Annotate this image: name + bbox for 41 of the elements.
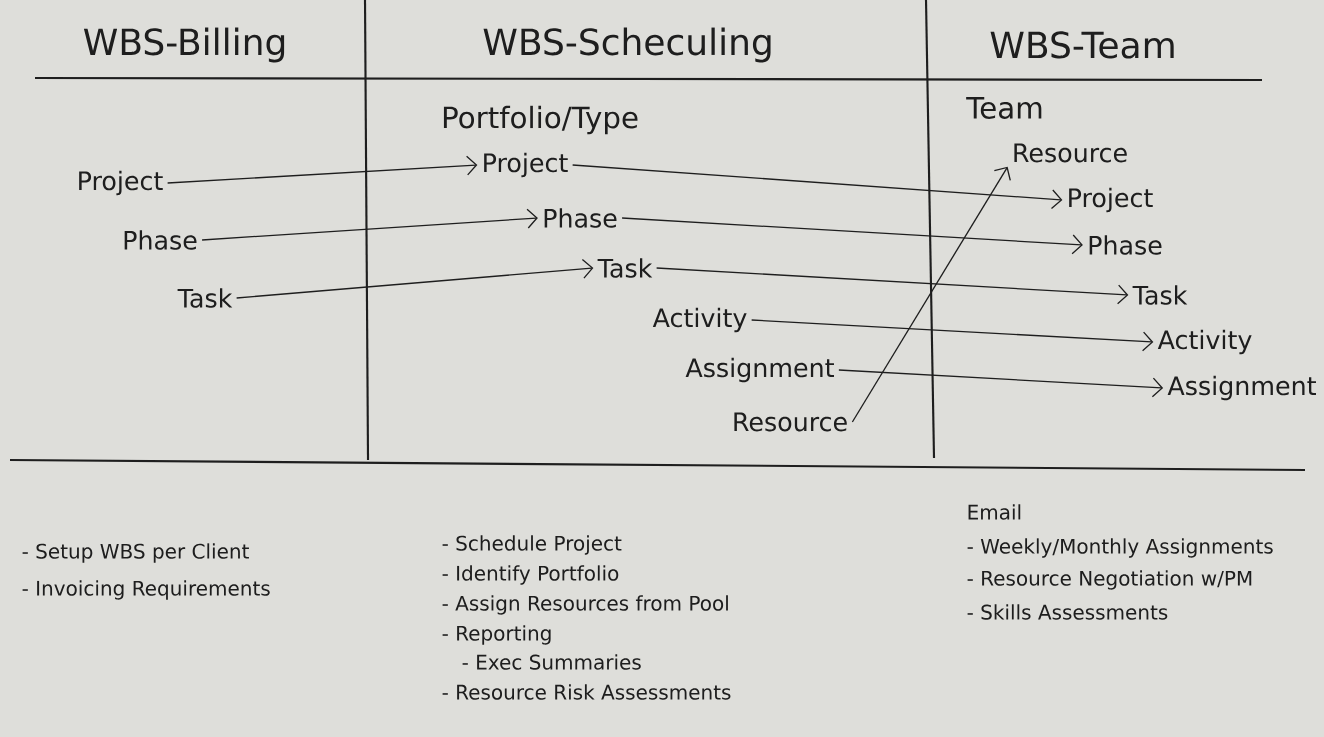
note-text: - Exec Summaries [462,654,641,670]
note-text: - Resource Risk Assessments [442,684,731,700]
column-heading: WBS-Team [990,31,1174,59]
note-text: - Resource Negotiation w/PM [967,570,1252,590]
arrow [655,267,1129,305]
arrow [838,369,1164,398]
node-label: Phase [1089,235,1162,255]
node-label: Task [597,258,653,278]
note-text: - Assign Resources from Pool [442,595,728,615]
section-heading: Team [966,97,1042,119]
note-text: Email [968,504,1021,520]
column-heading: WBS-Billing [83,27,285,63]
node-label: Resource [1014,143,1127,163]
node-label: Project [484,152,568,178]
node-label: Assignment [1167,375,1316,401]
node-label: Task [177,288,233,308]
arrow [571,164,1063,210]
note-text: - Weekly/Monthly Assignments [967,538,1273,558]
note-text: - Setup WBS per Client [22,543,249,563]
arrow [851,166,1011,423]
arrow [235,258,594,299]
node-label: Activity [652,307,747,333]
note-text: - Identify Portfolio [442,565,619,585]
node-label: Phase [544,208,617,228]
arrow [751,319,1154,352]
note-text: - Schedule Project [442,535,622,555]
arrow [621,217,1083,255]
node-label: Project [1069,187,1153,213]
note-text: - Skills Assessments [967,604,1168,620]
node-label: Phase [124,230,197,250]
arrow [166,155,478,184]
arrow [201,208,538,241]
column-heading: WBS-Scheculing [483,27,771,63]
node-label: Activity [1157,329,1252,355]
note-text: - Reporting [442,625,551,645]
node-label: Assignment [685,357,834,383]
node-label: Resource [734,412,847,432]
section-heading: Portfolio/Type [443,105,638,135]
node-label: Task [1132,285,1188,305]
note-text: - Invoicing Requirements [22,580,270,600]
node-label: Project [79,170,163,196]
